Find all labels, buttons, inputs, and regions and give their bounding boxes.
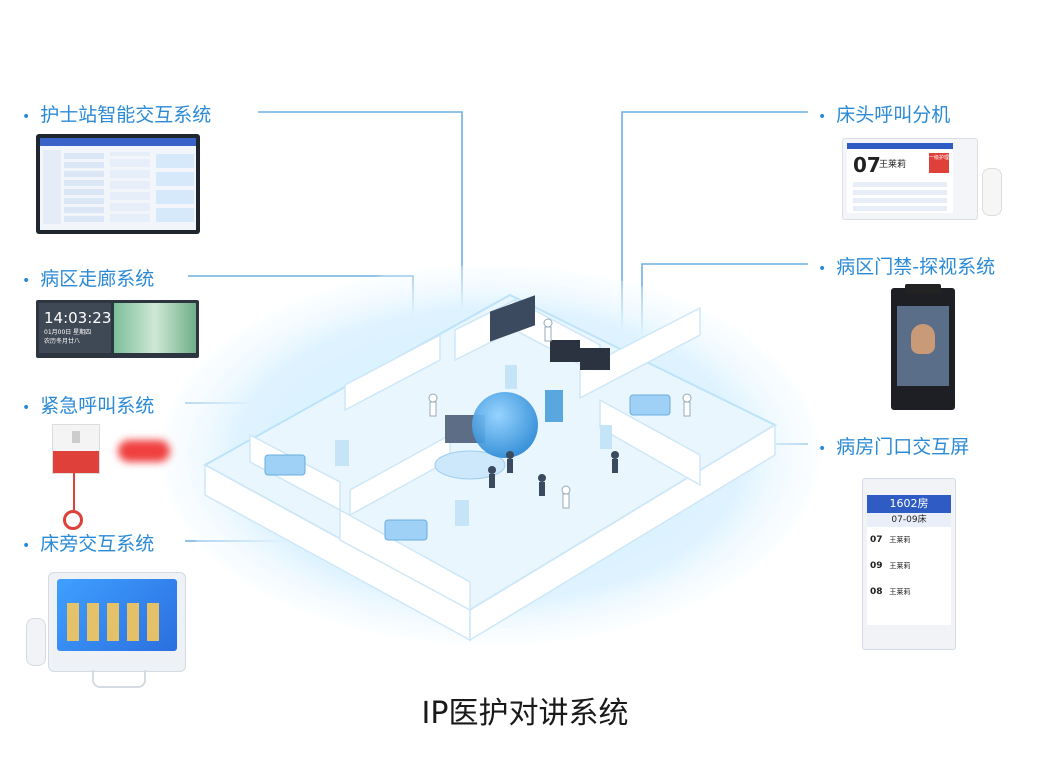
door-row: 09 王莱莉 <box>870 561 911 571</box>
corridor-time: 14:03:23 <box>44 309 112 327</box>
label-ward-door: •病房门口交互屏 <box>818 436 970 458</box>
ward-door-display: 1602房 07-09床 07 王莱莉 09 王莱莉 08 王莱莉 <box>862 478 956 650</box>
bedside-handset <box>26 618 46 666</box>
door-room-number: 1602房 <box>867 495 951 513</box>
door-row: 08 王莱莉 <box>870 587 911 597</box>
corridor-display: 14:03:23 01月00日 星期四 农历冬月廿八 <box>36 300 199 358</box>
label-nurse-station: •护士站智能交互系统 <box>22 104 212 126</box>
bedhead-handset <box>982 168 1002 216</box>
bedhead-care-tag: 一级护理 <box>929 153 949 173</box>
pull-ring-icon <box>63 510 83 530</box>
corridor-lunar: 农历冬月廿八 <box>44 338 81 345</box>
corridor-date: 01月00日 星期四 <box>44 329 92 336</box>
door-row: 07 王莱莉 <box>870 535 911 545</box>
label-emergency: •紧急呼叫系统 <box>22 395 155 417</box>
door-bed-range: 07-09床 <box>867 513 951 527</box>
bedhead-terminal: 07 王莱莉 一级护理 <box>842 138 978 220</box>
bedside-stand <box>92 670 146 688</box>
pull-cord-icon <box>73 472 75 512</box>
nurse-station-tablet <box>36 134 200 234</box>
label-access: •病区门禁-探视系统 <box>818 256 996 278</box>
access-control-terminal <box>891 284 955 410</box>
emergency-light-blur <box>118 440 170 462</box>
label-corridor: •病区走廊系统 <box>22 268 155 290</box>
main-title: IP医护对讲系统 <box>421 696 629 731</box>
bedside-terminal <box>48 572 186 672</box>
bedhead-bed-number: 07 <box>853 153 881 177</box>
corridor-photo <box>114 303 196 353</box>
emergency-call-box <box>52 424 100 474</box>
face-icon <box>911 324 935 354</box>
label-bedhead: •床头呼叫分机 <box>818 104 951 126</box>
bedhead-patient-name: 王莱莉 <box>879 160 907 170</box>
label-bedside: •床旁交互系统 <box>22 533 155 555</box>
